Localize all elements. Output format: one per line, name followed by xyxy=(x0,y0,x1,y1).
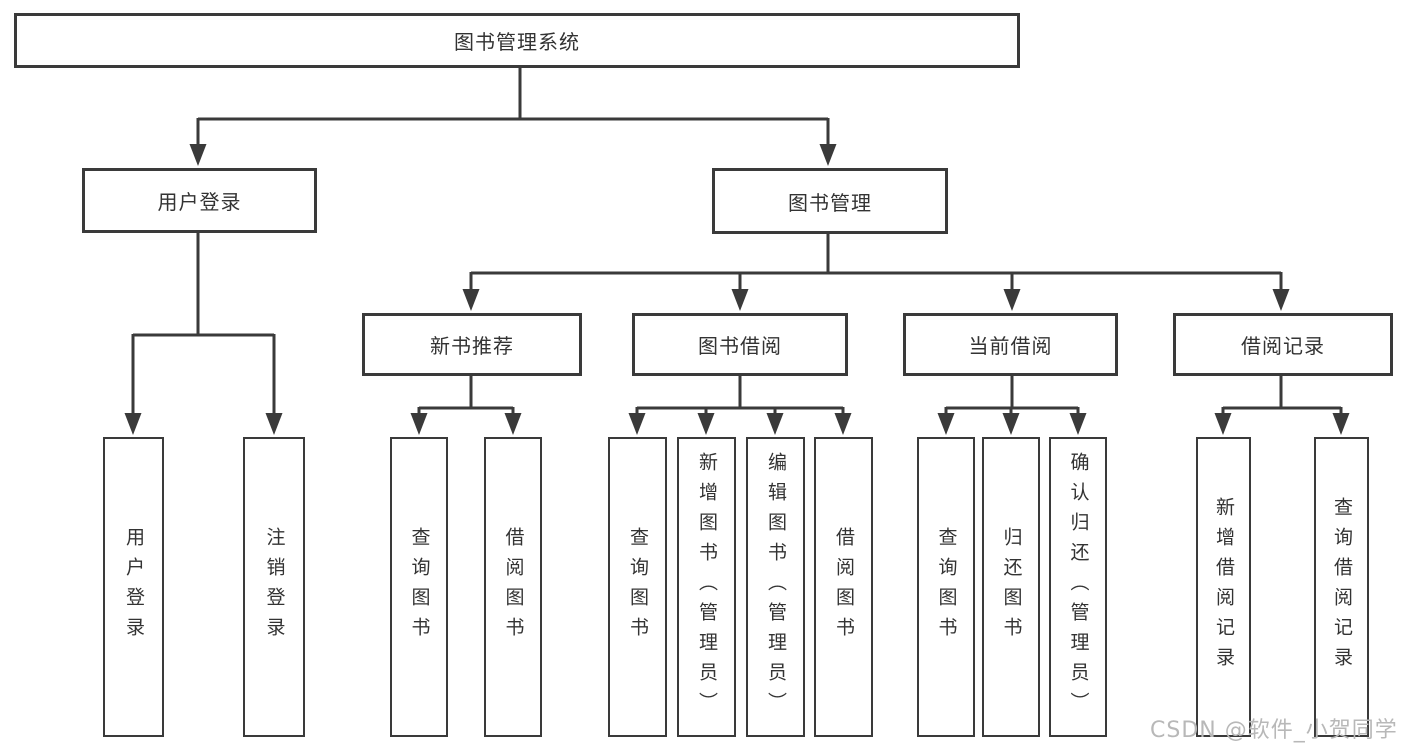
node-book-borrowing: 图书借阅 xyxy=(632,313,848,376)
leaf-borrow-books: 借阅图书 xyxy=(484,437,542,737)
node-borrowing-records: 借阅记录 xyxy=(1173,313,1393,376)
leaf-query-books: 查询图书 xyxy=(390,437,448,737)
leaf-return-books: 归还图书 xyxy=(982,437,1040,737)
leaf-edit-books-admin: 编辑图书（管理员） xyxy=(746,437,805,737)
node-new-book-recommend: 新书推荐 xyxy=(362,313,582,376)
csdn-watermark: CSDN @软件_小贺同学 xyxy=(1150,718,1398,743)
node-book-management: 图书管理 xyxy=(712,168,948,234)
leaf-user-login: 用户登录 xyxy=(103,437,164,737)
leaf-borrow-books-2: 借阅图书 xyxy=(814,437,873,737)
leaf-add-books-admin: 新增图书（管理员） xyxy=(677,437,736,737)
leaf-confirm-return-admin: 确认归还（管理员） xyxy=(1049,437,1107,737)
node-library-management-system: 图书管理系统 xyxy=(14,13,1020,68)
node-user-login: 用户登录 xyxy=(82,168,317,233)
node-current-borrowing: 当前借阅 xyxy=(903,313,1118,376)
leaf-logout-login: 注销登录 xyxy=(243,437,305,737)
leaf-query-borrow-record: 查询借阅记录 xyxy=(1314,437,1369,737)
leaf-add-borrow-record: 新增借阅记录 xyxy=(1196,437,1251,737)
arrowheads xyxy=(124,144,1350,435)
leaf-query-books-3: 查询图书 xyxy=(917,437,975,737)
leaf-query-books-2: 查询图书 xyxy=(608,437,667,737)
